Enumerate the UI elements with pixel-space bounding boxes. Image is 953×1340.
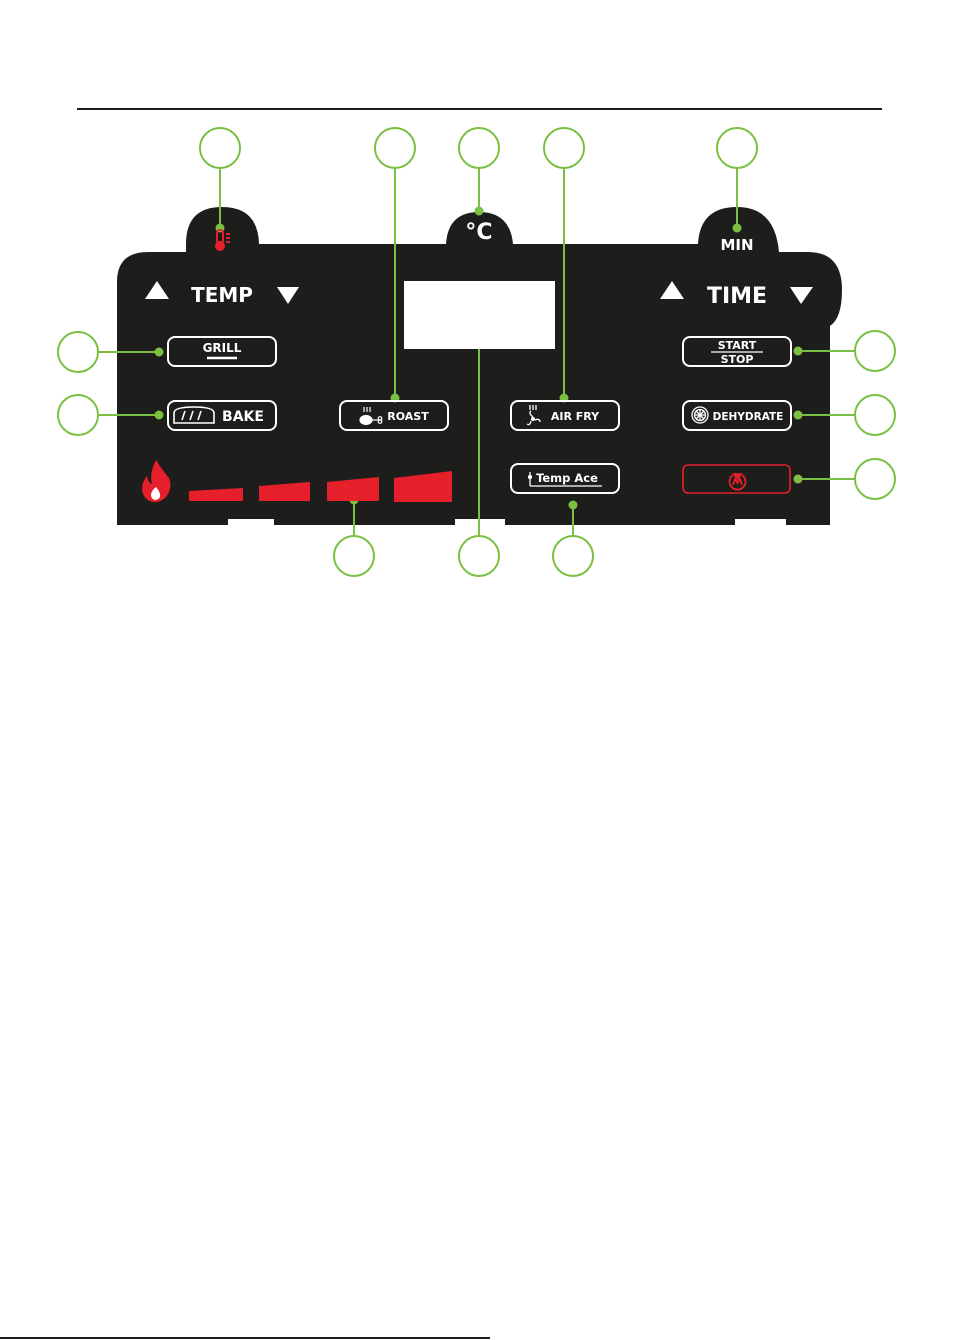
- callout-circle-13: [553, 536, 593, 576]
- callout-circle-6: [58, 332, 98, 372]
- callout-circle-2: [375, 128, 415, 168]
- lemon-slice-icon: [692, 407, 708, 423]
- bake-label: BAKE: [222, 409, 264, 425]
- callout-circle-3: [459, 128, 499, 168]
- start-label: START: [718, 339, 757, 352]
- time-label: TIME: [707, 284, 767, 309]
- callout-circle-1: [200, 128, 240, 168]
- dehydrate-label: DEHYDRATE: [713, 411, 784, 423]
- callout-circle-10: [855, 459, 895, 499]
- stop-label: STOP: [721, 353, 754, 366]
- roast-label: ROAST: [387, 410, 429, 423]
- callout-circle-8: [855, 331, 895, 371]
- callout-circle-12: [459, 536, 499, 576]
- grill-label: GRILL: [203, 341, 242, 355]
- display-screen: [404, 281, 555, 349]
- temp-ace-label: Temp Ace: [536, 471, 598, 485]
- callout-circle-4: [544, 128, 584, 168]
- air-fry-label: AIR FRY: [551, 410, 600, 423]
- callout-circle-11: [334, 536, 374, 576]
- callout-circle-9: [855, 395, 895, 435]
- callout-circle-5: [717, 128, 757, 168]
- callout-circle-7: [58, 395, 98, 435]
- min-label: MIN: [720, 236, 753, 254]
- temp-label: TEMP: [191, 283, 253, 307]
- footer-line: [0, 1337, 490, 1339]
- celsius-label: °C: [465, 220, 492, 245]
